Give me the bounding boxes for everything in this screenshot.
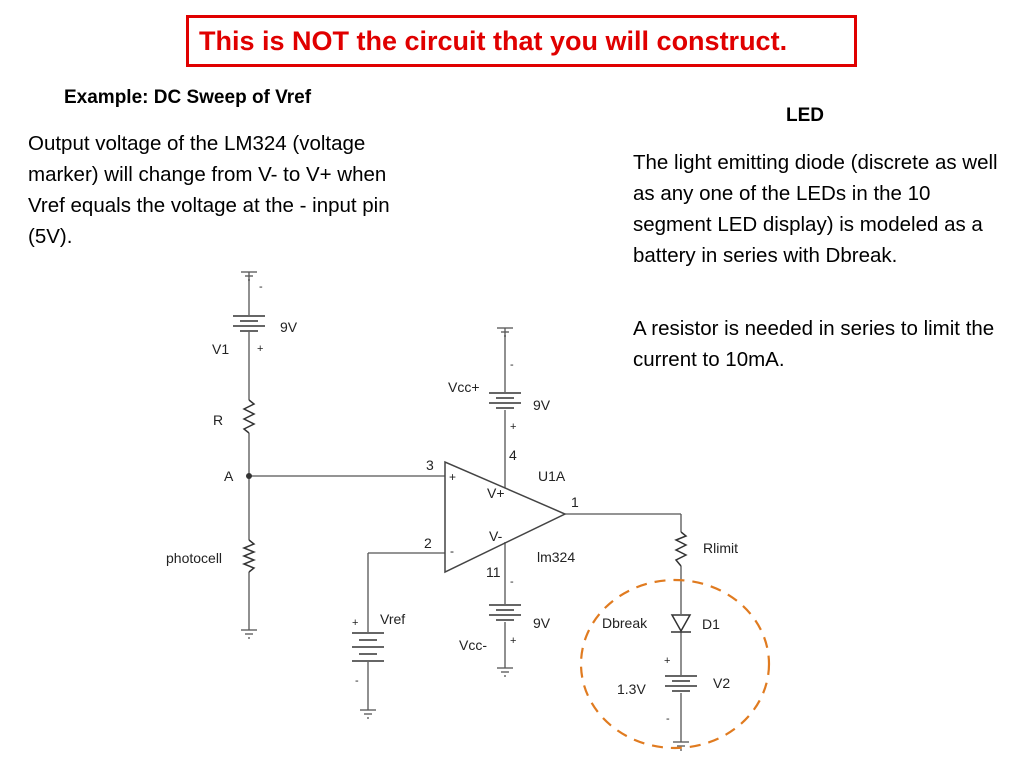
diode-d1-icon xyxy=(670,614,692,633)
battery-v2-icon xyxy=(665,675,697,692)
v2-name-label: V2 xyxy=(713,675,730,691)
battery-vccm-icon xyxy=(489,604,521,621)
opamp-vplus-label: V+ xyxy=(487,485,505,501)
node-a-dot xyxy=(246,473,252,479)
opamp-model-label: lm324 xyxy=(537,549,575,565)
vccm-value-label: 9V xyxy=(533,615,551,631)
v1-value-label: 9V xyxy=(280,319,298,335)
opamp-in-minus-label: - xyxy=(450,544,454,558)
opamp-triangle-icon xyxy=(444,460,567,574)
vccp-name-label: Vcc+ xyxy=(448,379,480,395)
d1-name-label: D1 xyxy=(702,616,720,632)
vccm-plus-label: + xyxy=(510,635,516,647)
opamp-vminus-label: V- xyxy=(489,528,503,544)
vref-name-label: Vref xyxy=(380,611,405,627)
led-model-outline xyxy=(579,578,771,750)
resistor-r-label: R xyxy=(213,412,223,428)
warning-banner: This is NOT the circuit that you will co… xyxy=(186,15,857,67)
opamp-pin2-label: 2 xyxy=(424,535,432,551)
vccp-value-label: 9V xyxy=(533,397,551,413)
vccp-plus-label: + xyxy=(510,421,516,433)
battery-v1-icon xyxy=(233,315,265,332)
node-a-label: A xyxy=(224,468,234,484)
battery-vccp-icon xyxy=(489,392,521,409)
example-description: Output voltage of the LM324 (voltage mar… xyxy=(28,132,390,248)
v1-minus-label: - xyxy=(259,281,263,293)
opamp-pin3-label: 3 xyxy=(426,457,434,473)
opamp-in-plus-label: + xyxy=(449,470,456,484)
wires xyxy=(241,271,689,751)
led-heading: LED xyxy=(786,105,824,126)
v1-name-label: V1 xyxy=(212,341,229,357)
vref-plus-label: + xyxy=(352,617,358,629)
v2-minus-label: - xyxy=(666,713,670,725)
resistor-rlimit-icon xyxy=(674,531,688,567)
photocell-label: photocell xyxy=(166,550,222,566)
opamp-pin1-label: 1 xyxy=(571,494,579,510)
battery-vref-icon xyxy=(352,632,384,662)
opamp-pin11-label: 11 xyxy=(486,564,501,580)
opamp-pin4-label: 4 xyxy=(509,447,517,463)
d1-model-label: Dbreak xyxy=(602,615,648,631)
vccm-name-label: Vcc- xyxy=(459,637,487,653)
vccp-minus-label: - xyxy=(510,359,514,371)
led-resistor-note: A resistor is needed in series to limit … xyxy=(633,317,995,371)
v2-plus-label: + xyxy=(664,655,670,667)
v1-plus-label: + xyxy=(257,343,263,355)
led-description: The light emitting diode (discrete as we… xyxy=(633,151,998,267)
vccm-minus-label: - xyxy=(510,576,514,588)
warning-banner-text: This is NOT the circuit that you will co… xyxy=(199,25,788,56)
vref-minus-label: - xyxy=(355,675,359,687)
v2-value-label: 1.3V xyxy=(617,681,646,697)
resistor-r-icon xyxy=(242,399,256,434)
example-heading: Example: DC Sweep of Vref xyxy=(64,87,312,108)
photocell-resistor-icon xyxy=(241,539,257,573)
rlimit-label: Rlimit xyxy=(703,540,738,556)
opamp-name-label: U1A xyxy=(538,468,566,484)
